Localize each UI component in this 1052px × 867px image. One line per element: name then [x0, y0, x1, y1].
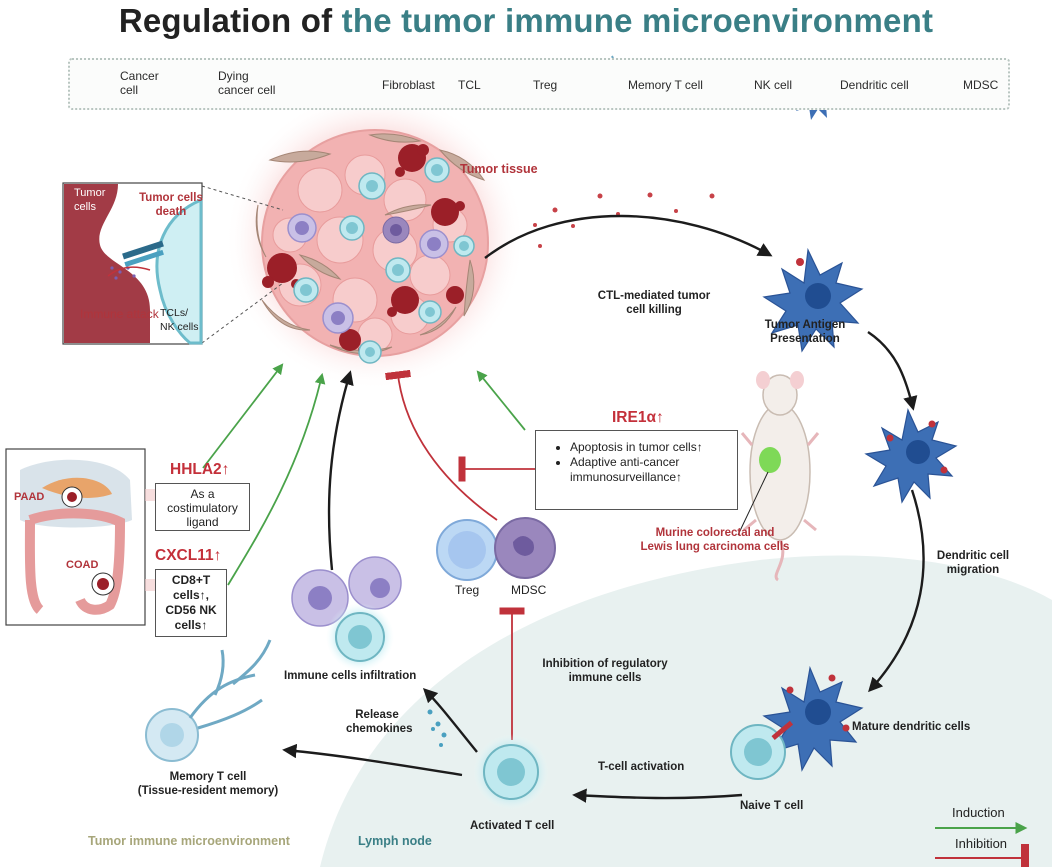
cxcl11-box: CD8+T cells↑, CD56 NK cells↑ [155, 569, 227, 637]
activated-t-cell [473, 734, 549, 810]
dc-migration-label: Dendritic cell migration [936, 550, 1010, 576]
tme-zone-label: Tumor immune microenvironment [88, 834, 290, 848]
arrow-cxcl11-induction [227, 372, 326, 586]
memory-t-cell [145, 639, 272, 762]
title-part1: Regulation of [118, 2, 333, 39]
dendritic-cell-antigen [762, 247, 864, 353]
key-inhibition-label: Inhibition [955, 836, 1008, 851]
arrow-migration-to-mature [868, 489, 925, 693]
inset-death-label: Tumor cells death [139, 192, 203, 218]
legend-panel [68, 58, 1010, 110]
regulatory-cells [436, 517, 556, 581]
mature-dc-label: Mature dendritic cells [852, 721, 971, 733]
arrow-activated-to-memory [282, 743, 463, 777]
legend-treg-label: Treg [533, 78, 558, 92]
arrow-antigen-to-migration [867, 331, 918, 411]
legend-nk-label: NK cell [754, 78, 793, 92]
ire1a-bullet-2: Adaptive anti-cancer immunosurveillance↑ [570, 455, 729, 485]
legend-fibroblast-label: Fibroblast [382, 78, 435, 92]
mature-dendritic-cell [762, 665, 864, 772]
inset-attack-diagram [62, 182, 203, 345]
naive-t-cell [730, 720, 794, 780]
infiltration-label: Immune cells infiltration [284, 670, 417, 682]
arrow-ctl-killing [484, 214, 773, 259]
murine-label: Murine colorectal and Lewis lung carcino… [640, 527, 790, 553]
legend-dendritic-label: Dendritic cell [840, 78, 909, 92]
cxcl11-title: CXCL11↑ [155, 547, 222, 564]
ctl-killing-label: CTL-mediated tumor cell killing [597, 290, 711, 316]
inset-tcl-nk-label: TCLs/ NK cells [160, 307, 199, 333]
memory-t-cell-label: Memory T cell (Tissue-resident memory) [137, 771, 279, 797]
legend-mdsc-label: MDSC [963, 78, 999, 92]
inset-tumor-cells-label: Tumor cells [74, 187, 106, 213]
arrow-activated-to-infiltration [422, 687, 478, 753]
arrow-hhla2-induction [202, 363, 284, 469]
antigen-presentation-label: Tumor Antigen Presentation [764, 319, 846, 345]
arrow-naive-to-activated [572, 788, 743, 803]
mdsc-label: MDSC [511, 583, 547, 597]
inhibition-treg-mdsc-tumor [385, 369, 498, 521]
lymph-node-label: Lymph node [358, 834, 432, 848]
legend-cancer-label: Cancer cell [120, 69, 159, 97]
antigen-particles [533, 192, 715, 248]
arrow-ire1a-induction [476, 370, 526, 431]
key-induction-label: Induction [952, 805, 1005, 820]
treg-label: Treg [455, 583, 480, 597]
coad-label: COAD [66, 559, 99, 571]
paad-label: PAAD [14, 491, 45, 503]
title-part2: the tumor immune microenvironment [341, 2, 934, 39]
page-title: Regulation of the tumor immune microenvi… [0, 2, 1052, 40]
release-chemokines-label: Release chemokines [346, 709, 413, 735]
arrow-infiltration-to-tumor [327, 370, 354, 571]
chemokine-dots [427, 709, 447, 747]
t-cell-activation-label: T-cell activation [598, 761, 685, 773]
tumor-tissue-label: Tumor tissue [460, 162, 538, 176]
legend-tcl-label: TCL [458, 78, 481, 92]
hhla2-title: HHLA2↑ [170, 461, 230, 478]
hhla2-box: As a costimulatory ligand [155, 483, 250, 531]
ire1a-title: IRE1α↑ [612, 409, 664, 426]
tumor-mass [255, 129, 489, 364]
activated-t-cell-label: Activated T cell [470, 820, 555, 832]
infiltrating-cells [291, 556, 402, 671]
inhibition-reg-label: Inhibition of regulatory immune cells [542, 658, 668, 684]
legend-dying-label: Dying cancer cell [218, 69, 276, 97]
naive-t-cell-label: Naive T cell [740, 800, 804, 812]
dendritic-cell-migration [864, 408, 958, 504]
ire1a-bullet-1: Apoptosis in tumor cells↑ [570, 440, 729, 455]
mouse-illustration [737, 371, 820, 582]
ire1a-box: Apoptosis in tumor cells↑ Adaptive anti-… [535, 430, 738, 510]
legend-memory-label: Memory T cell [628, 78, 703, 92]
inset-attack-label: Immune attack [80, 307, 159, 321]
